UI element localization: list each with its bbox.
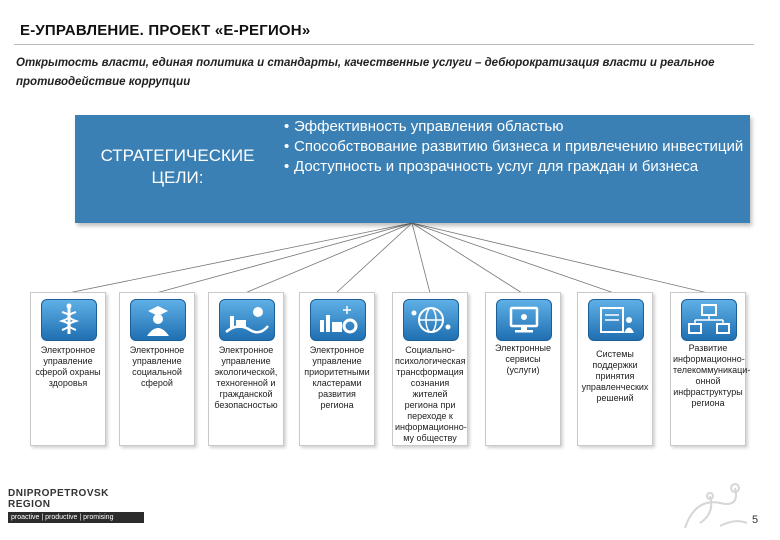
header-bar (0, 0, 780, 48)
person-graduate-icon (130, 299, 186, 341)
medical-caduceus-icon (41, 299, 97, 341)
floral-ornament-icon (684, 483, 748, 529)
card-label: Электронное управление сферой охраны здо… (35, 345, 101, 388)
goal-text: Эффективность управления областью (294, 118, 564, 135)
goal-item: • Эффективность управления областью (284, 117, 749, 137)
strategic-goals-label: СТРАТЕГИЧЕСКИЕ ЦЕЛИ: (100, 146, 255, 187)
title-divider (14, 44, 754, 45)
region-logo: DNIPROPETROVSK REGION proactive | produc… (8, 488, 144, 523)
region-logo-name: DNIPROPETROVSK REGION (8, 488, 109, 510)
goal-text: Доступность и прозрачность услуг для гра… (294, 158, 699, 175)
document-decision-icon (588, 299, 644, 341)
card-infrastructure[interactable]: Развитие информационно-телекоммуникаци-о… (670, 292, 751, 446)
card-social[interactable]: Электронное управление социальной сферой (119, 292, 195, 446)
card-health[interactable]: Электронное управление сферой охраны здо… (30, 292, 106, 446)
card-label: Социально-психологическая трансформация … (395, 345, 467, 443)
goal-bullet: • (284, 138, 290, 155)
page-title: Е-УПРАВЛЕНИЕ. ПРОЕКТ «Е-РЕГИОН» (20, 22, 311, 39)
network-computers-icon (681, 299, 737, 341)
card-label: Развитие информационно-телекоммуникаци-о… (673, 343, 751, 408)
card-label: Электронное управление социальной сферой (129, 345, 185, 388)
region-logo-tagline: proactive | productive | promising (8, 512, 144, 523)
industry-gear-icon (310, 299, 366, 341)
goal-bullet: • (284, 158, 290, 175)
page-number: 5 (752, 514, 759, 526)
goal-bullet: • (284, 118, 290, 135)
card-label: Системы поддержки принятия управленчески… (581, 349, 649, 403)
strategic-goals-box: СТРАТЕГИЧЕСКИЕ ЦЕЛИ: • Эффективность упр… (75, 115, 750, 223)
card-e-services[interactable]: Электронные сервисы (услуги) (485, 292, 561, 446)
card-ecology[interactable]: Электронное управление экологической, те… (208, 292, 284, 446)
globe-people-icon (403, 299, 459, 341)
goal-item: • Доступность и прозрачность услуг для г… (284, 157, 749, 177)
card-decision-support[interactable]: Системы поддержки принятия управленчески… (577, 292, 653, 446)
card-transformation[interactable]: Социально-психологическая трансформация … (392, 292, 468, 446)
strategic-goals-list: • Эффективность управления областью • Сп… (284, 117, 749, 177)
computer-service-icon (496, 299, 552, 341)
card-clusters[interactable]: Электронное управление приоритетными кла… (299, 292, 375, 446)
card-label: Электронные сервисы (услуги) (494, 343, 551, 375)
card-label: Электронное управление экологической, те… (214, 345, 278, 410)
factory-ecology-icon (219, 299, 275, 341)
page-subtitle: Открытость власти, единая политика и ста… (16, 57, 715, 88)
goal-text: Способствование развитию бизнеса и привл… (294, 138, 744, 155)
card-label: Электронное управление приоритетными кла… (304, 345, 370, 410)
goal-item: • Способствование развитию бизнеса и при… (284, 137, 749, 157)
